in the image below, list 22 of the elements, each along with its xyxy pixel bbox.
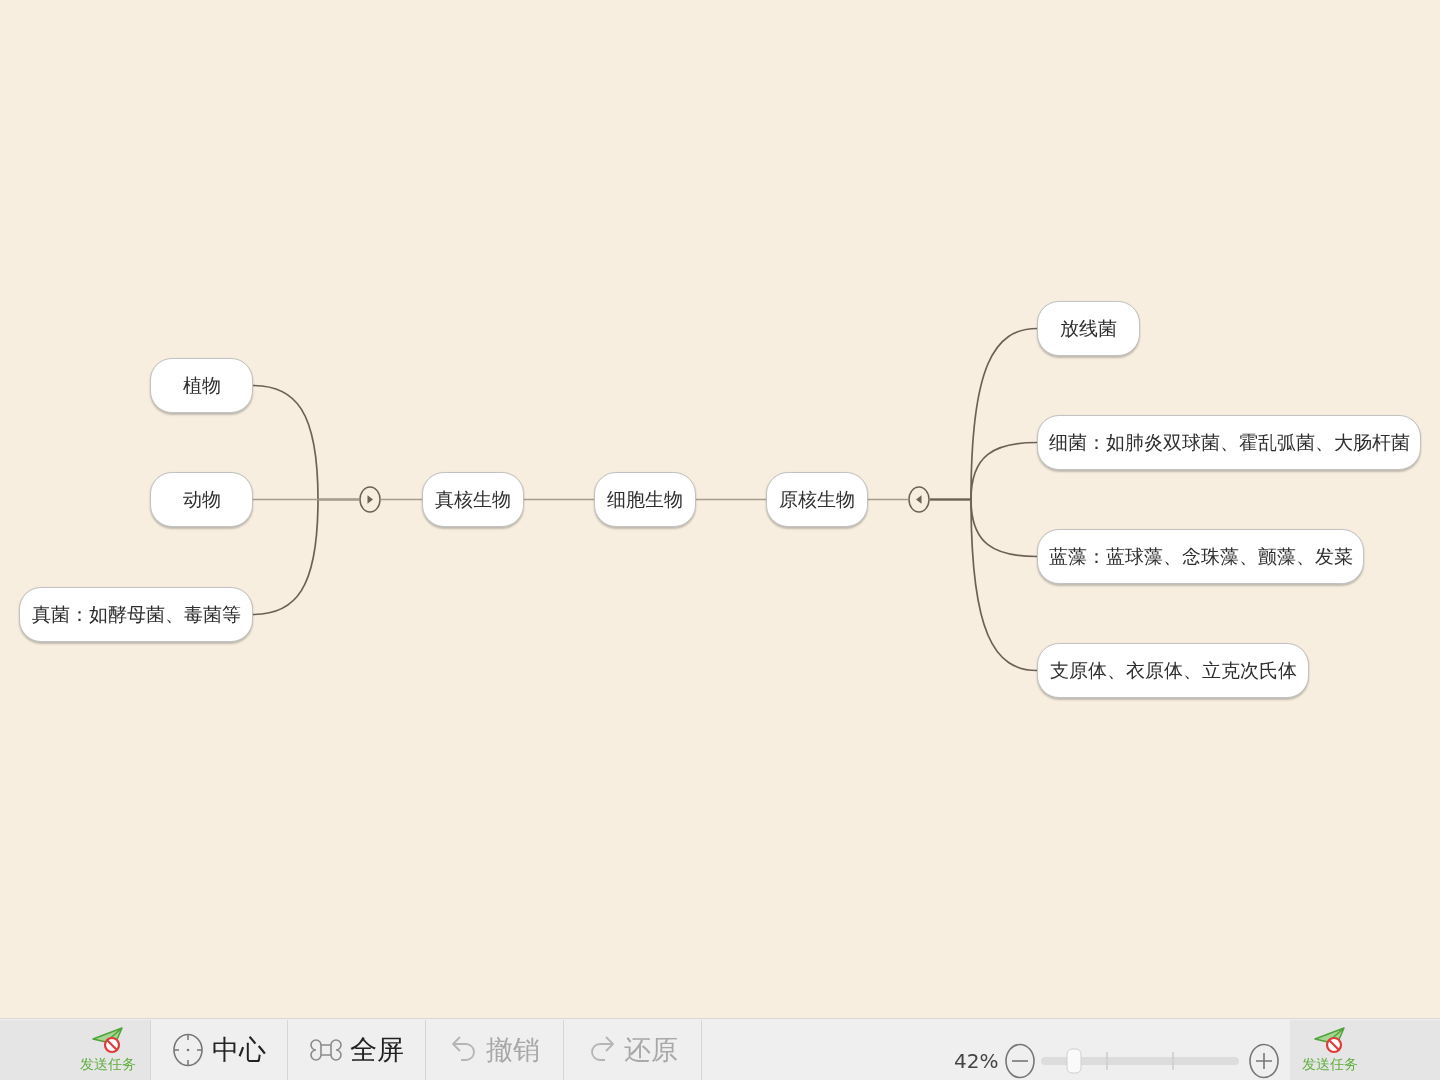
connector-line	[929, 498, 1038, 672]
topic-box: 放线菌	[1037, 301, 1140, 356]
topic-box: 细菌：如肺炎双球菌、霍乱弧菌、大肠杆菌	[1037, 415, 1421, 470]
center-button: 中心	[150, 1020, 288, 1080]
toggle-icon	[908, 486, 930, 513]
connector-line	[695, 498, 767, 501]
connector-line	[523, 498, 595, 501]
topic-box: 支原体、衣原体、立克次氏体	[1037, 643, 1309, 698]
connector-line	[867, 498, 909, 501]
topic-box: 细胞生物	[594, 472, 696, 527]
topic-box: 真核生物	[422, 472, 524, 527]
toggle-icon	[359, 486, 381, 513]
connector-line	[380, 498, 423, 501]
topic-box: 动物	[150, 472, 253, 527]
topic-box: 植物	[150, 358, 253, 413]
topic-box: 蓝藻：蓝球藻、念珠藻、颤藻、发菜	[1037, 529, 1364, 584]
zoom-percent: 42%	[954, 1049, 999, 1073]
connector-line	[252, 498, 360, 501]
send-task-button: 发送任务	[1290, 1020, 1440, 1080]
send-task-button: 发送任务	[0, 1020, 150, 1080]
topic-box: 原核生物	[766, 472, 868, 527]
topic-box: 真菌：如酵母菌、毒菌等	[19, 587, 253, 642]
